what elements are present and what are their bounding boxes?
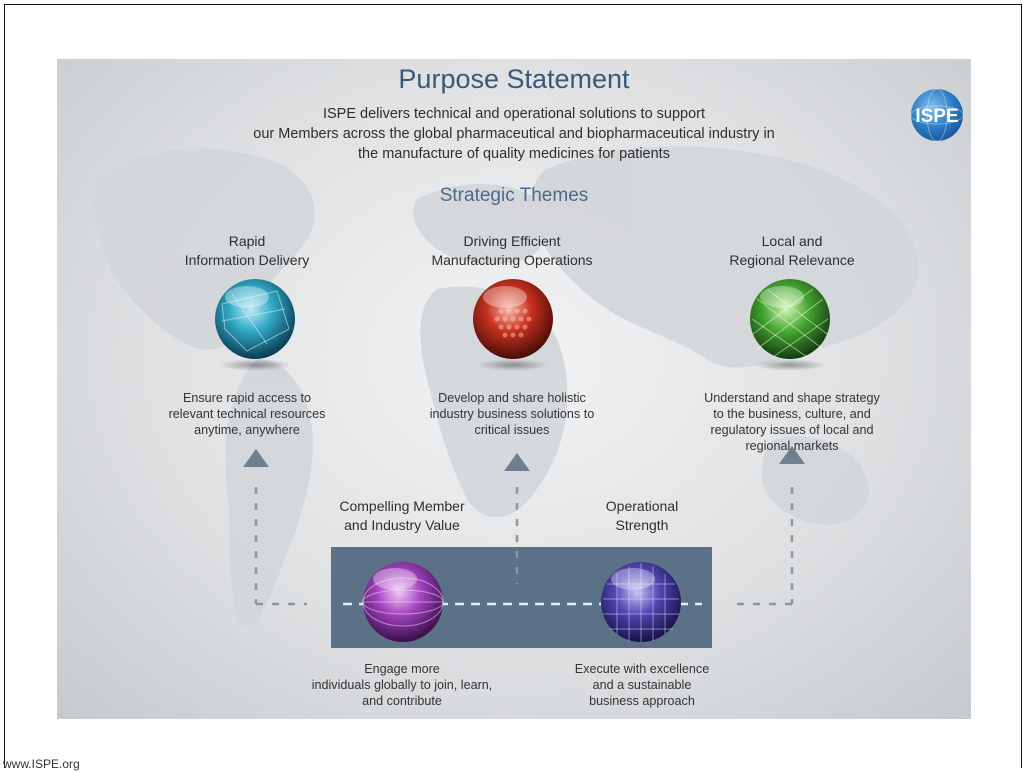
theme-title-line: Regional Relevance — [729, 252, 855, 268]
theme-title-line: Compelling Member — [339, 498, 465, 514]
theme-desc-line: Engage more — [364, 662, 440, 676]
theme-desc-line: and a sustainable — [592, 678, 692, 692]
strategic-themes-heading: Strategic Themes — [439, 185, 589, 206]
theme-desc-line: and contribute — [362, 694, 442, 708]
sphere-indigo-icon — [601, 562, 681, 642]
theme-title-line: Driving Efficient — [463, 233, 561, 249]
theme-desc-line: to the business, culture, and — [713, 407, 871, 421]
slide: Purpose Statement ISPE delivers technica… — [57, 59, 971, 719]
page-title: Purpose Statement — [398, 64, 630, 94]
slide-frame — [4, 4, 1022, 768]
theme-desc-line: relevant technical resources — [168, 407, 326, 421]
theme-desc-rapid-information-delivery: Ensure rapid access to relevant technica… — [137, 390, 357, 438]
sphere-green-icon — [750, 279, 830, 359]
theme-title-operational-strength: Operational Strength — [542, 497, 742, 535]
theme-desc-line: individuals globally to join, learn, — [311, 678, 493, 692]
theme-title-line: Strength — [615, 517, 669, 533]
theme-title-line: Local and — [761, 233, 823, 249]
purpose-line: ISPE delivers technical and operational … — [322, 106, 706, 122]
arrow-up-icon — [243, 449, 269, 467]
theme-desc-line: critical issues — [474, 423, 550, 437]
theme-desc-line: regional markets — [745, 439, 839, 453]
theme-desc-driving-efficient-manufacturing: Develop and share holistic industry busi… — [397, 390, 627, 438]
theme-title-rapid-information-delivery: Rapid Information Delivery — [137, 232, 357, 270]
purpose-statement: ISPE delivers technical and operational … — [214, 104, 814, 164]
diagram-graphics — [215, 279, 830, 642]
theme-title-line: Information Delivery — [184, 252, 310, 268]
theme-desc-line: industry business solutions to — [429, 407, 595, 421]
theme-title-line: Manufacturing Operations — [431, 252, 593, 268]
theme-title-local-regional-relevance: Local and Regional Relevance — [677, 232, 907, 270]
theme-title-line: and Industry Value — [344, 517, 460, 533]
arrow-up-icon — [779, 446, 805, 464]
purpose-line: our Members across the global pharmaceut… — [253, 126, 775, 142]
theme-title-line: Operational — [605, 498, 679, 514]
theme-desc-line: Develop and share holistic — [438, 391, 586, 405]
sphere-teal-icon — [215, 279, 295, 359]
purpose-line: the manufacture of quality medicines for… — [358, 146, 670, 162]
theme-title-compelling-member-value: Compelling Member and Industry Value — [292, 497, 512, 535]
theme-desc-line: business approach — [589, 694, 695, 708]
theme-desc-operational-strength: Execute with excellence and a sustainabl… — [527, 661, 757, 709]
theme-desc-line: Execute with excellence — [574, 662, 710, 676]
theme-desc-line: Understand and shape strategy — [704, 391, 880, 405]
footer-url: www.ISPE.org — [3, 757, 80, 771]
ispe-logo: ISPE — [910, 88, 964, 142]
theme-title-line: Rapid — [228, 233, 266, 249]
theme-desc-line: regulatory issues of local and — [710, 423, 874, 437]
theme-desc-line: anytime, anywhere — [194, 423, 300, 437]
theme-desc-line: Ensure rapid access to — [182, 391, 312, 405]
theme-title-driving-efficient-manufacturing: Driving Efficient Manufacturing Operatio… — [387, 232, 637, 270]
sphere-purple-icon — [362, 562, 444, 642]
theme-desc-local-regional-relevance: Understand and shape strategy to the bus… — [677, 390, 907, 454]
sphere-red-icon — [473, 279, 553, 359]
theme-desc-compelling-member-value: Engage more individuals globally to join… — [287, 661, 517, 709]
svg-text:ISPE: ISPE — [915, 106, 958, 127]
arrow-up-icon — [504, 453, 530, 471]
